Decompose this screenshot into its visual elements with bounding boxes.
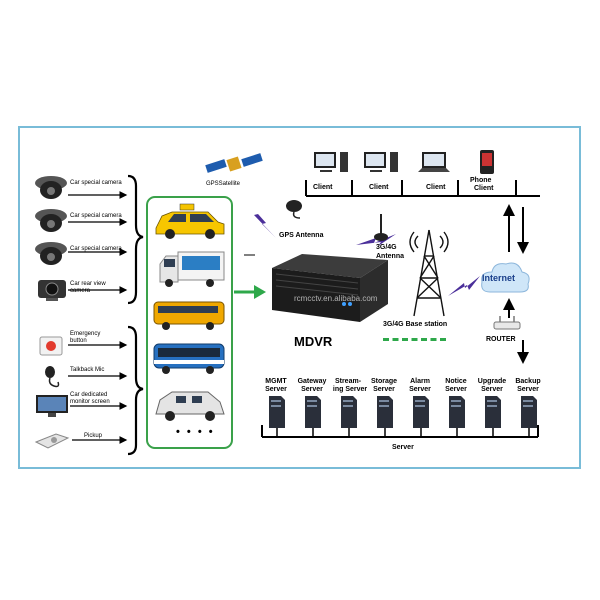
car-rear-view-camera-label-line2: camera [70, 288, 91, 294]
mobile-antenna-label-line2: Antenna [376, 253, 404, 260]
internet-label: Internet [482, 273, 516, 283]
car-special-camera-label-2: Car special camera [70, 213, 122, 219]
wireless-links [242, 196, 480, 296]
mdvr-watermark: rcmcctv.en.alibaba.com [294, 294, 378, 303]
dome-camera-icon [35, 209, 67, 232]
coach-bus-icon [153, 343, 225, 374]
server-tower-icon [269, 396, 285, 428]
router-icon [493, 316, 521, 330]
mdvr-label: MDVR [294, 334, 333, 349]
car-dedicated-monitor-label-line1: Car dedicated [70, 392, 108, 398]
emergency-button-label-line2: button [70, 338, 87, 344]
router-label: ROUTER [486, 336, 516, 343]
gps-antenna-label: GPS Antenna [279, 232, 324, 239]
server-label-2-line2: Server [301, 386, 323, 393]
car-rear-view-camera-label-line1: Car rear view [70, 281, 106, 287]
gps-antenna-icon [286, 200, 302, 219]
client-bus [305, 180, 540, 197]
client-computer-icon [314, 152, 348, 172]
server-bus [261, 425, 539, 438]
client-laptop-icon [418, 152, 450, 172]
server-tower-icon [413, 396, 429, 428]
server-tower-icon [341, 396, 357, 428]
internet-updown-arrows [503, 204, 529, 254]
server-tower-icon [521, 396, 537, 428]
car-special-camera-label-1: Car special camera [70, 180, 122, 186]
emergency-button-label-line1: Emergency [70, 331, 101, 337]
mobile-antenna-label-line1: 3G/4G [376, 244, 397, 251]
client-label-1: Client [313, 184, 333, 191]
pickup-label: Pickup [84, 433, 103, 439]
server-label-6-line1: Notice [445, 378, 467, 385]
truck-icon [159, 251, 225, 287]
pickup-icon [34, 433, 70, 449]
server-label-3-line1: Stream- [334, 378, 362, 385]
server-tower-icon [377, 396, 393, 428]
server-label-1-line2: Server [265, 386, 287, 393]
more-vehicles-dots: • • • • [176, 426, 215, 438]
input-arrows [68, 191, 128, 444]
dome-camera-icon [35, 176, 67, 199]
microphone-icon [45, 366, 60, 388]
dome-camera-icon [35, 242, 67, 265]
server-tower-icon [305, 396, 321, 428]
gps-satellite-icon [205, 153, 263, 173]
server-label-3-line2: ing Server [332, 386, 368, 393]
server-label-2-line1: Gateway [297, 378, 327, 385]
server-label-7-line2: Server [481, 386, 503, 393]
server-label-8-line2: Server [517, 386, 539, 393]
server-label-4-line1: Storage [370, 378, 398, 385]
base-station-label: 3G/4G Base station [383, 321, 448, 328]
internet-cloud-icon [481, 262, 530, 293]
server-label-6-line2: Server [445, 386, 467, 393]
mdvr-device-icon [272, 254, 388, 322]
emergency-button-icon [39, 336, 63, 356]
monitor-screen-icon [36, 395, 68, 417]
server-label-5-line2: Server [409, 386, 431, 393]
vehicle-to-mdvr-arrow [234, 285, 266, 299]
client-label-2: Client [369, 184, 389, 191]
server-tower-icon [485, 396, 501, 428]
rear-view-camera-icon [38, 280, 66, 301]
armored-vehicle-icon [155, 391, 225, 421]
server-caption: Server [392, 444, 414, 451]
diagram-frame [18, 126, 581, 469]
router-arrows [503, 298, 529, 364]
base-station-underline [383, 338, 446, 341]
taxi-icon [155, 203, 225, 239]
phone-client-label-line2: Client [474, 185, 494, 192]
talkback-mic-label: Talkback Mic [70, 367, 105, 373]
server-label-1-line1: MGMT [265, 378, 287, 385]
client-label-3: Client [426, 184, 446, 191]
server-label-7-line1: Upgrade [477, 378, 507, 385]
client-computer-icon [364, 152, 398, 172]
vehicle-panel [146, 196, 233, 449]
client-phone-icon [480, 150, 494, 174]
car-dedicated-monitor-label-line2: monitor screen [70, 399, 110, 405]
server-label-5-line1: Alarm [410, 378, 430, 385]
school-bus-icon [153, 301, 225, 330]
phone-client-label-line1: Phone [470, 177, 492, 184]
mobile-antenna-icon [374, 214, 388, 241]
base-station-tower-icon [409, 229, 449, 317]
input-braces [127, 174, 144, 456]
server-label-4-line2: Server [373, 386, 395, 393]
server-label-8-line1: Backup [515, 378, 541, 385]
gps-satellite-label: GPSSatellite [206, 181, 241, 187]
car-special-camera-label-3: Car special camera [70, 246, 122, 252]
server-tower-icon [449, 396, 465, 428]
